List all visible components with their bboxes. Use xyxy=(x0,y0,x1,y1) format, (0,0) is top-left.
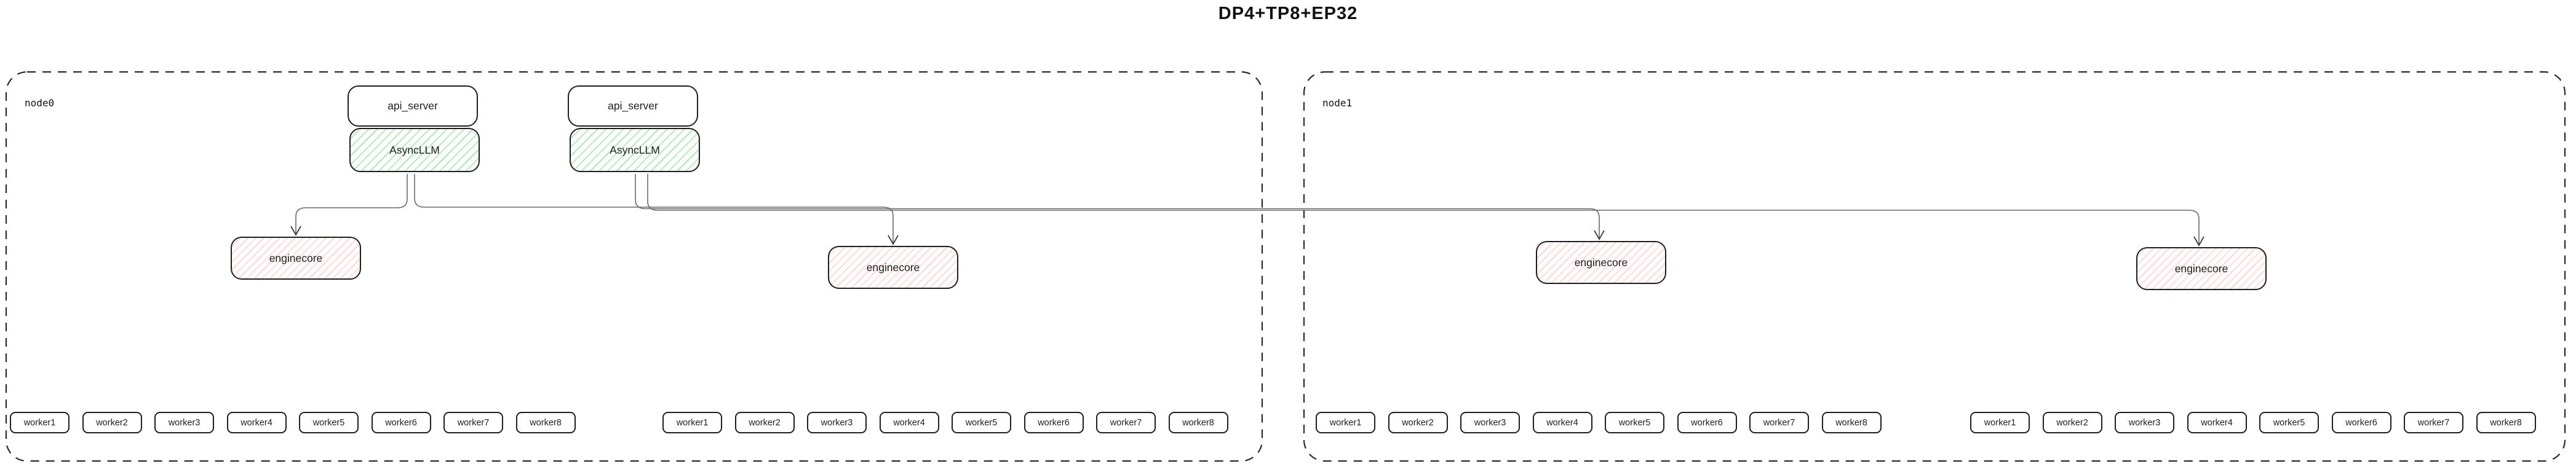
worker-group: worker1 worker2 worker3 worker4 worker5 … xyxy=(10,412,576,433)
worker-box: worker6 xyxy=(371,412,431,433)
node1-label: node1 xyxy=(1322,97,1353,109)
node0-label: node0 xyxy=(25,97,55,109)
enginecore-box: enginecore xyxy=(1536,241,1666,284)
worker-group: worker1 worker2 worker3 worker4 worker5 … xyxy=(662,412,1228,433)
worker-box: worker4 xyxy=(1532,412,1592,433)
enginecore-box: enginecore xyxy=(231,237,361,280)
worker-box: worker4 xyxy=(2187,412,2247,433)
worker-box: worker6 xyxy=(2331,412,2391,433)
worker-box: worker6 xyxy=(1677,412,1737,433)
async-llm-box: AsyncLLM xyxy=(349,128,480,172)
worker-box: worker5 xyxy=(1605,412,1664,433)
worker-box: worker7 xyxy=(1749,412,1809,433)
worker-group: worker1 worker2 worker3 worker4 worker5 … xyxy=(1316,412,1882,433)
edge-asyncllm1-enginecore1 xyxy=(295,174,408,234)
worker-box: worker2 xyxy=(2042,412,2102,433)
worker-box: worker8 xyxy=(1168,412,1228,433)
edge-asyncllm2-enginecore4 xyxy=(647,174,2200,244)
worker-box: worker3 xyxy=(154,412,214,433)
worker-box: worker4 xyxy=(879,412,939,433)
api-server-box: api_server xyxy=(568,85,698,127)
worker-box: worker1 xyxy=(10,412,70,433)
worker-box: worker5 xyxy=(299,412,359,433)
async-llm-box: AsyncLLM xyxy=(570,128,700,172)
worker-box: worker7 xyxy=(443,412,503,433)
worker-box: worker8 xyxy=(2476,412,2536,433)
worker-box: worker7 xyxy=(2404,412,2463,433)
worker-box: worker8 xyxy=(515,412,576,433)
worker-box: worker1 xyxy=(662,412,722,433)
worker-box: worker5 xyxy=(2259,412,2319,433)
worker-box: worker1 xyxy=(1970,412,2030,433)
worker-box: worker4 xyxy=(226,412,287,433)
arrowhead-down-icon xyxy=(1594,230,1605,240)
node0-container-border xyxy=(5,71,1263,462)
api-server-box: api_server xyxy=(348,85,478,127)
enginecore-box: enginecore xyxy=(828,246,958,289)
worker-box: worker1 xyxy=(1316,412,1375,433)
diagram-title: DP4+TP8+EP32 xyxy=(1218,4,1358,23)
worker-box: worker8 xyxy=(1821,412,1882,433)
edge-asyncllm1-enginecore2 xyxy=(414,174,894,243)
worker-box: worker2 xyxy=(1388,412,1448,433)
arrowhead-down-icon xyxy=(290,226,301,236)
node1-container-border xyxy=(1303,71,2566,462)
worker-box: worker2 xyxy=(82,412,142,433)
worker-group: worker1 worker2 worker3 worker4 worker5 … xyxy=(1970,412,2536,433)
edge-asyncllm2-enginecore3 xyxy=(635,174,1600,238)
enginecore-box: enginecore xyxy=(2136,247,2267,290)
worker-box: worker3 xyxy=(2115,412,2174,433)
worker-box: worker2 xyxy=(734,412,795,433)
worker-box: worker3 xyxy=(807,412,867,433)
worker-box: worker3 xyxy=(1460,412,1520,433)
worker-box: worker5 xyxy=(952,412,1011,433)
worker-box: worker7 xyxy=(1096,412,1156,433)
worker-box: worker6 xyxy=(1024,412,1084,433)
arrowhead-down-icon xyxy=(2193,236,2204,246)
arrowhead-down-icon xyxy=(888,235,899,245)
